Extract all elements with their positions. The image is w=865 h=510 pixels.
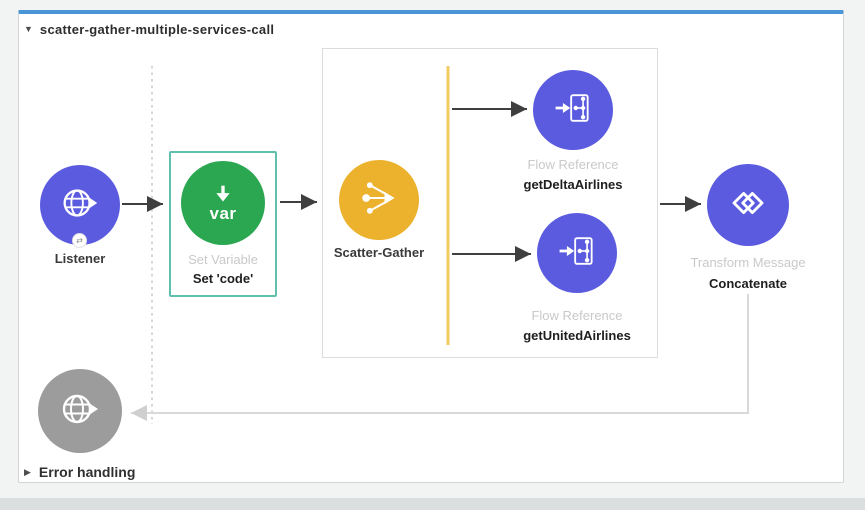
flow-reference-united-node[interactable] bbox=[537, 213, 617, 293]
error-handling-label: Error handling bbox=[38, 464, 136, 480]
flow-reference-delta-name-label: getDeltaAirlines bbox=[523, 177, 623, 192]
flow-reference-delta-type-label: Flow Reference bbox=[527, 157, 619, 172]
set-variable-node[interactable]: var bbox=[181, 161, 265, 245]
listener-label: Listener bbox=[54, 251, 106, 266]
set-variable-icon: var bbox=[209, 184, 236, 222]
error-handling-section[interactable]: ▶ Error handling bbox=[24, 464, 135, 480]
window-bottom-strip bbox=[0, 498, 865, 510]
listener-response-node[interactable] bbox=[38, 369, 122, 453]
dataweave-icon bbox=[727, 182, 769, 229]
http-listener-globe-icon bbox=[57, 180, 103, 231]
listener-response-badge: ⇄ bbox=[72, 233, 87, 248]
scatter-gather-label: Scatter-Gather bbox=[333, 245, 425, 260]
flow-reference-delta-node[interactable] bbox=[533, 70, 613, 150]
scatter-gather-node[interactable] bbox=[339, 160, 419, 240]
transform-message-type-label: Transform Message bbox=[690, 255, 806, 270]
set-variable-name-label: Set 'code' bbox=[192, 271, 254, 286]
transform-message-name-label: Concatenate bbox=[708, 276, 788, 291]
flow-reference-united-name-label: getUnitedAirlines bbox=[523, 328, 631, 343]
flow-header: ▼ scatter-gather-multiple-services-call bbox=[24, 22, 274, 37]
listener-node[interactable]: ⇄ bbox=[40, 165, 120, 248]
scatter-gather-icon bbox=[357, 176, 401, 225]
var-icon-text: var bbox=[209, 204, 237, 223]
transform-message-node[interactable] bbox=[707, 164, 789, 246]
flow-reference-united-type-label: Flow Reference bbox=[531, 308, 623, 323]
flow-title: scatter-gather-multiple-services-call bbox=[39, 22, 275, 37]
set-variable-type-label: Set Variable bbox=[188, 252, 258, 267]
flow-reference-icon bbox=[555, 229, 599, 278]
collapse-triangle-icon[interactable]: ▼ bbox=[24, 24, 33, 34]
http-listener-globe-icon bbox=[56, 385, 104, 438]
flow-reference-icon bbox=[551, 86, 595, 135]
expand-triangle-icon[interactable]: ▶ bbox=[24, 466, 31, 477]
